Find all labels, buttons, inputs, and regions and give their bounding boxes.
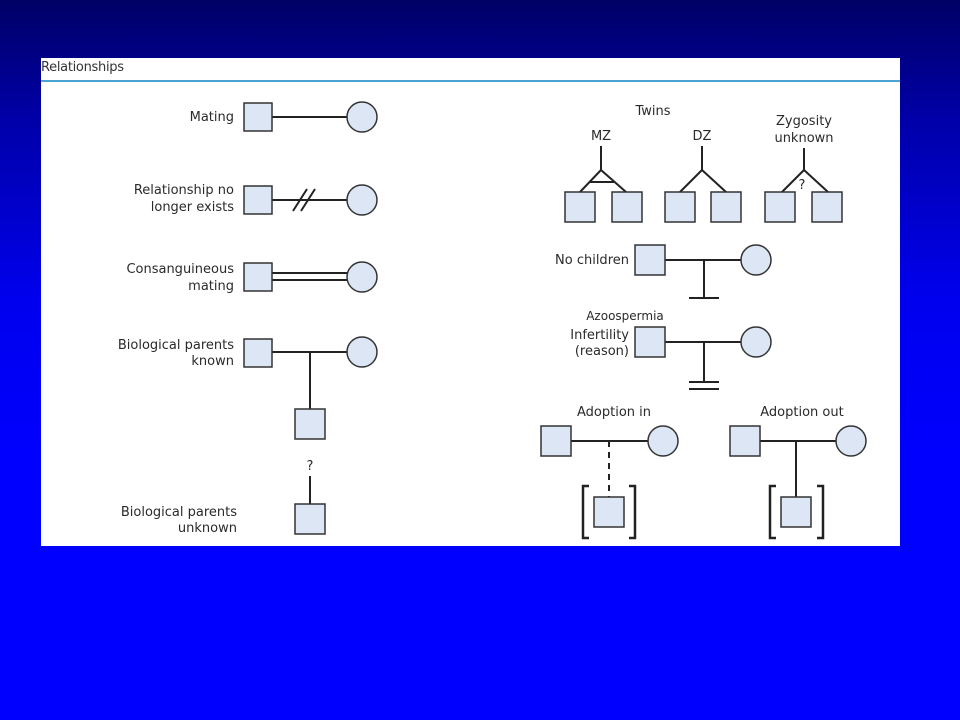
no-children-example: No children [555,244,772,299]
relationship-ended-example: Relationship no longer exists [134,183,378,216]
relationship-ended-label-1: Relationship no [134,183,234,198]
biological-parents-known-example: Biological parents known [118,336,378,440]
bracket-left [581,484,589,540]
male-square [243,102,273,132]
mz-twins: MZ [564,129,643,223]
adoption-in-example: Adoption in [540,405,679,540]
mating-label: Mating [190,110,234,125]
mother-circle [346,336,378,368]
adoption-in-label: Adoption in [577,405,651,420]
parents-unknown-label-1: Biological parents [121,505,237,520]
twins-label: Twins [634,104,670,119]
twin-square-2 [710,191,742,223]
dz-label: DZ [693,129,712,144]
zygosity-label-1: Zygosity [776,114,832,129]
zygosity-question-mark: ? [799,178,806,193]
twin-branch-right [803,169,829,193]
no-children-label: No children [555,253,629,268]
female-circle [346,261,378,293]
male-square [540,425,572,457]
zygosity-unknown-twins: Zygosity unknown ? [764,114,843,223]
child-square [294,408,326,440]
twin-branch-left [781,169,805,193]
bracket-right [817,484,825,540]
twin-square-1 [664,191,696,223]
title-rule [41,80,900,82]
male-square [634,244,666,276]
twin-square-1 [564,191,596,223]
male-square [243,262,273,292]
child-square [294,503,326,535]
consanguineous-example: Consanguineous mating [126,261,378,294]
dz-twins: DZ [664,129,742,223]
unknown-question-mark: ? [307,459,314,474]
relationships-panel: Relationships Mating Relationship no lon… [41,58,900,546]
mating-example: Mating [190,101,378,133]
pedigree-relationships-diagram: Mating Relationship no longer exists Con… [118,101,867,540]
female-circle [740,244,772,276]
female-circle [647,425,679,457]
consanguineous-label-1: Consanguineous [126,262,234,277]
parents-unknown-label-2: unknown [178,521,237,536]
female-circle [346,184,378,216]
infertility-example: Azoospermia Infertility (reason) [570,309,772,390]
mz-label: MZ [591,129,611,144]
infertility-label-1: Infertility [570,328,629,343]
twins-section: Twins MZ DZ Zygosi [564,104,843,223]
azoospermia-label: Azoospermia [586,309,664,323]
consanguineous-label-2: mating [188,279,234,294]
twin-branch-left [679,169,703,193]
father-square [243,338,273,368]
male-square [243,185,273,215]
twin-square-1 [764,191,796,223]
bracket-right [629,484,637,540]
panel-title: Relationships [41,60,124,75]
adoption-out-example: Adoption out [729,405,867,540]
twin-square-2 [611,191,643,223]
break-slash-1 [292,188,308,212]
twin-square-2 [811,191,843,223]
adopted-child-square [593,496,625,528]
adopted-child-square [780,496,812,528]
biological-parents-unknown-example: ? Biological parents unknown [121,459,326,536]
break-slash-2 [300,188,316,212]
twin-branch-right [701,169,727,193]
zygosity-label-2: unknown [774,131,833,146]
parents-known-label-1: Biological parents [118,338,234,353]
female-circle [346,101,378,133]
female-circle [835,425,867,457]
bracket-left [768,484,776,540]
female-circle [740,326,772,358]
infertility-label-2: (reason) [575,344,629,359]
parents-known-label-2: known [191,354,234,369]
male-square [634,326,666,358]
adoption-out-label: Adoption out [760,405,843,420]
male-square [729,425,761,457]
relationship-ended-label-2: longer exists [151,200,234,215]
